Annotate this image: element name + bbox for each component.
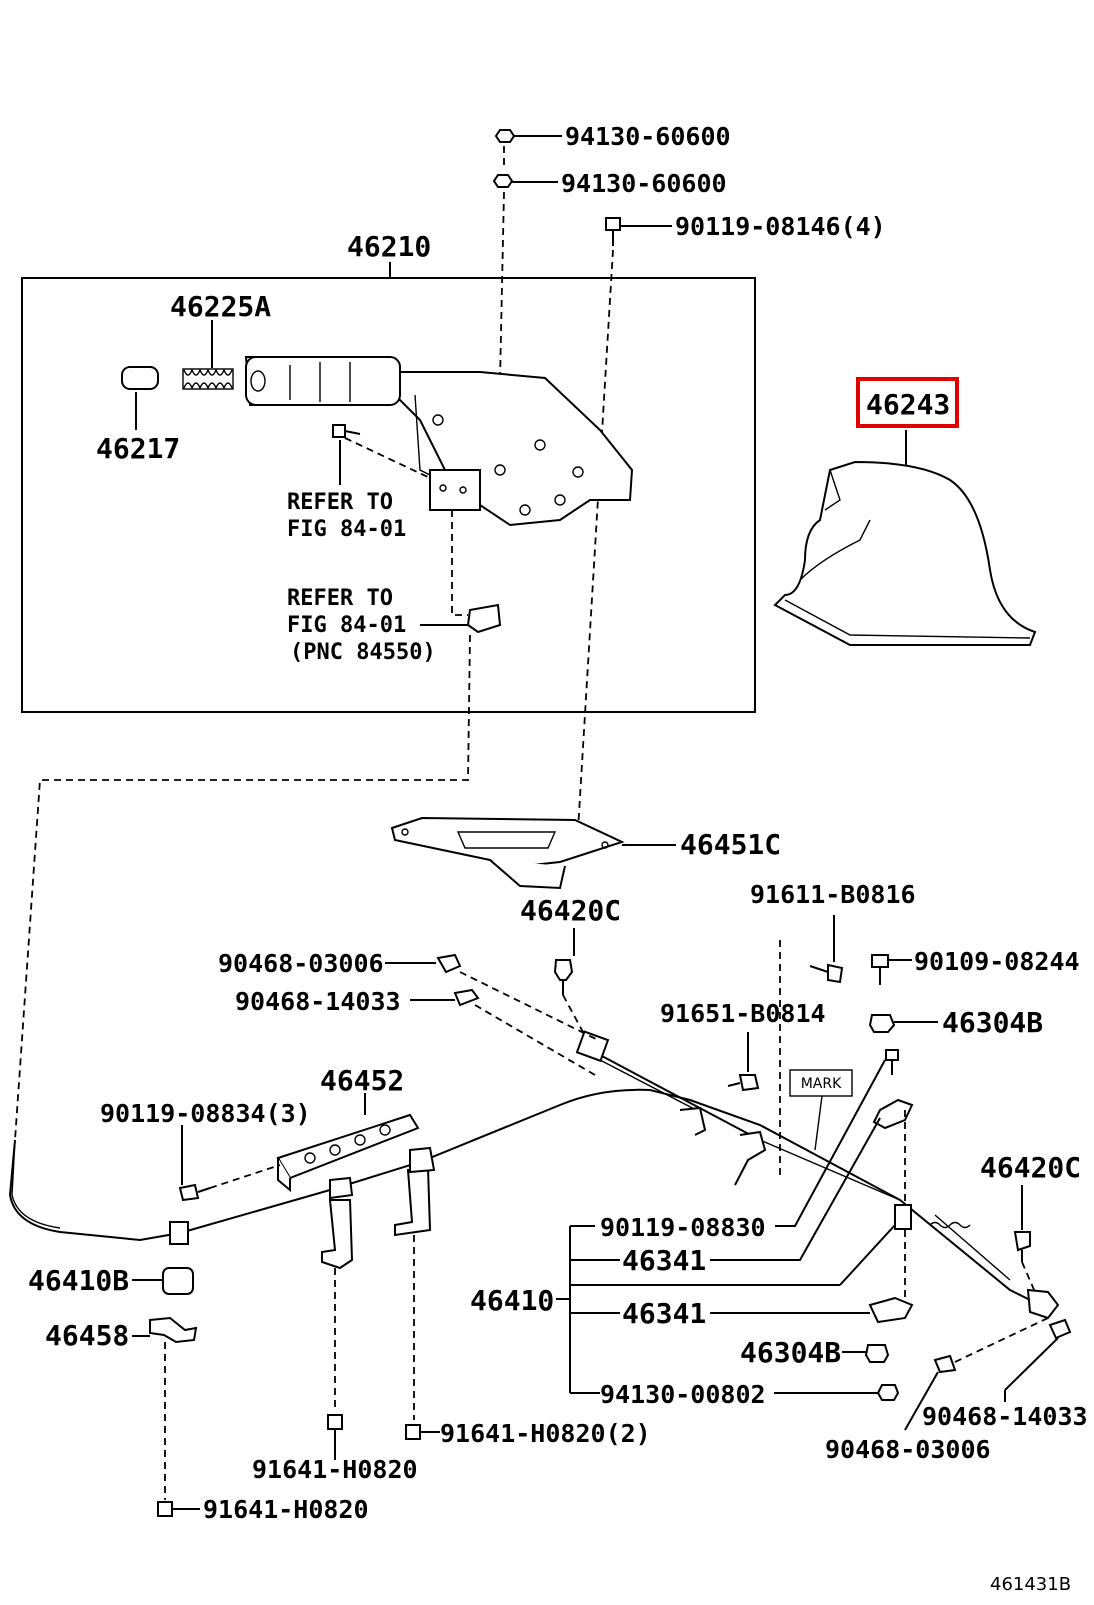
label-94130-60600-a: 94130-60600 [565, 122, 731, 151]
bolt-90109-08244[interactable] [871, 954, 889, 985]
label-90119-08146: 90119-08146(4) [675, 212, 886, 241]
label-46451c: 46451C [680, 828, 781, 861]
clip-90468-03006-top[interactable] [436, 953, 462, 974]
screw-refer-fig-84-01[interactable] [332, 424, 361, 438]
label-91651-b0814: 91651-B0814 [660, 999, 826, 1028]
front-cable[interactable] [8, 1088, 1041, 1306]
bolt-46420c-top[interactable] [553, 959, 574, 995]
hanger-right[interactable] [394, 1146, 436, 1237]
highlight-46243 [856, 377, 959, 428]
hanger-left[interactable] [321, 1176, 354, 1270]
label-46420c-top: 46420C [520, 894, 621, 927]
bracket-46341-upper[interactable] [872, 1098, 914, 1130]
bolt-91611-b0816[interactable] [809, 963, 844, 984]
label-94130-00802: 94130-00802 [600, 1380, 766, 1409]
clip-90468-14033-top[interactable] [453, 988, 480, 1007]
bolt-90119-08830[interactable] [885, 1049, 899, 1075]
grommet-46304b-bottom[interactable] [864, 1344, 890, 1363]
label-46217: 46217 [96, 432, 180, 465]
label-91641-h0820-2: 91641-H0820(2) [440, 1419, 651, 1448]
label-46410: 46410 [470, 1284, 554, 1317]
label-90468-14033-bottom: 90468-14033 [922, 1402, 1088, 1431]
bracket-46451c[interactable] [390, 816, 625, 890]
nut-94130-60600-a[interactable] [494, 129, 516, 143]
label-90109-08244: 90109-08244 [914, 947, 1080, 976]
label-46420c-right: 46420C [980, 1151, 1081, 1184]
label-refer1-line1: REFER TO [287, 490, 393, 515]
label-90119-08830: 90119-08830 [600, 1213, 766, 1242]
bolt-90119-08146[interactable] [605, 217, 621, 246]
clip-46458[interactable] [149, 1316, 198, 1344]
cable-end-top[interactable] [575, 1030, 610, 1063]
rear-cable-left[interactable] [599, 1054, 761, 1141]
label-46458: 46458 [45, 1319, 129, 1352]
label-90468-03006-top: 90468-03006 [218, 949, 384, 978]
cable-end-right[interactable] [1026, 1288, 1060, 1320]
cable-spring [929, 1221, 971, 1229]
mark-tag: MARK [789, 1069, 853, 1097]
cable-end-left[interactable] [169, 1221, 189, 1245]
group-bracket-46410 [556, 1225, 840, 1394]
label-91641-h0820-b: 91641-H0820 [203, 1495, 369, 1524]
knob-46217[interactable] [121, 366, 159, 390]
clip-90468-14033-bottom[interactable] [1048, 1318, 1072, 1340]
bracket-46341-lower[interactable] [868, 1296, 914, 1324]
nut-94130-60600-b[interactable] [492, 174, 514, 188]
cable-guide-mid[interactable] [679, 1106, 912, 1230]
label-91611-b0816: 91611-B0816 [750, 880, 916, 909]
bolt-90119-08834[interactable] [178, 1183, 211, 1202]
label-94130-60600-b: 94130-60600 [561, 169, 727, 198]
switch-refer-pnc-84550[interactable] [466, 603, 502, 634]
dash-switch-to-cable [14, 634, 471, 1141]
label-90468-03006-bottom: 90468-03006 [825, 1435, 991, 1464]
lever-boot-46243[interactable] [773, 460, 1037, 646]
nut-94130-00802[interactable] [876, 1384, 900, 1401]
label-46341-b: 46341 [622, 1297, 706, 1330]
label-46341-a: 46341 [622, 1244, 706, 1277]
mark-label: MARK [801, 1076, 842, 1092]
label-46225a: 46225A [170, 290, 271, 323]
label-46452: 46452 [320, 1064, 404, 1097]
bolt-46420c-right[interactable] [1013, 1231, 1031, 1262]
label-refer2-line2: FIG 84-01 [287, 613, 406, 638]
bracket-46452[interactable] [276, 1113, 420, 1193]
parking-brake-lever[interactable] [244, 356, 634, 527]
dash-bolt-to-bracket [577, 249, 614, 831]
label-46304b-top: 46304B [942, 1006, 1043, 1039]
spring-46225a[interactable] [182, 368, 234, 390]
dash-nut-to-lever [499, 191, 505, 381]
label-refer2-line1: REFER TO [287, 586, 393, 611]
label-90468-14033-top: 90468-14033 [235, 987, 401, 1016]
clip-90468-03006-bottom[interactable] [933, 1354, 957, 1374]
label-46410b: 46410B [28, 1264, 129, 1297]
bolt-91641-h0820-a[interactable] [327, 1414, 343, 1445]
figure-id: 461431B [990, 1574, 1071, 1595]
bolt-91651-b0814[interactable] [727, 1074, 760, 1092]
label-46243[interactable]: 46243 [866, 388, 950, 421]
label-91641-h0820-a: 91641-H0820 [252, 1455, 418, 1484]
label-90119-08834: 90119-08834(3) [100, 1099, 311, 1128]
bolt-91641-h0820-2[interactable] [405, 1424, 421, 1440]
label-46304b-bottom: 46304B [740, 1336, 841, 1369]
grommet-46304b-top[interactable] [868, 1014, 896, 1033]
label-46210: 46210 [347, 230, 431, 263]
label-refer1-line2: FIG 84-01 [287, 517, 406, 542]
label-refer2-line3: (PNC 84550) [290, 640, 436, 665]
grommet-46410b[interactable] [162, 1267, 194, 1295]
lever-assembly-box [21, 277, 756, 713]
bolt-91641-h0820-b[interactable] [157, 1501, 173, 1517]
